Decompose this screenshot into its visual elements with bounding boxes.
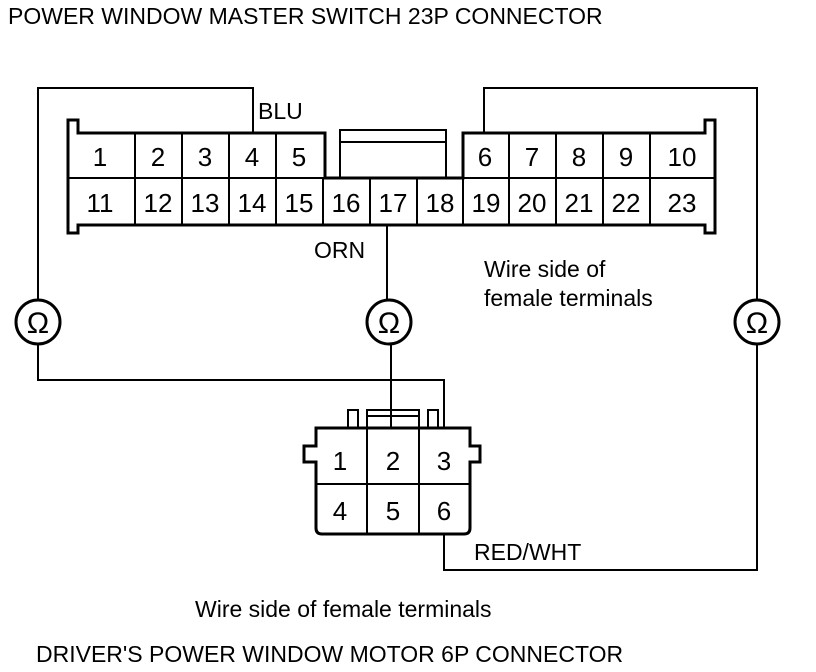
- master-lock-tab: [339, 129, 447, 179]
- motor-pin-6: 6: [437, 496, 451, 526]
- motor-latch-right: [427, 409, 439, 429]
- wire-label-orn: ORN: [314, 237, 365, 263]
- master-pin-9: 9: [619, 142, 633, 172]
- wire-label-red-wht: RED/WHT: [474, 539, 581, 565]
- master-pin-12: 12: [144, 188, 173, 218]
- ohm-circle-right: [733, 298, 781, 346]
- ohm-circle-left: [14, 298, 62, 346]
- master-pin-13: 13: [191, 188, 220, 218]
- master-pin-6: 6: [478, 142, 492, 172]
- motor-caption: Wire side of female terminals: [195, 596, 492, 622]
- wires: [37, 87, 758, 571]
- master-pin-10: 10: [668, 142, 697, 172]
- master-bottom-dividers: [134, 178, 651, 225]
- motor-pin-3: 3: [437, 446, 451, 476]
- master-top-dividers: [134, 133, 651, 178]
- master-pin-3: 3: [198, 142, 212, 172]
- motor-pin-2: 2: [386, 446, 400, 476]
- motor-pin-4: 4: [333, 496, 347, 526]
- ohmmeter-right: Ω: [733, 298, 781, 346]
- redwht-wire-lower: [443, 344, 758, 571]
- master-pin-7: 7: [525, 142, 539, 172]
- ohm-icon: Ω: [378, 307, 400, 340]
- master-pin-23: 23: [668, 188, 697, 218]
- master-pin-17: 17: [379, 188, 408, 218]
- motor-pin-1: 1: [333, 446, 347, 476]
- master-pin-18: 18: [426, 188, 455, 218]
- ohm-circle-center: [365, 298, 413, 346]
- master-pin-16: 16: [332, 188, 361, 218]
- master-pin-20: 20: [518, 188, 547, 218]
- bottom-title: DRIVER'S POWER WINDOW MOTOR 6P CONNECTOR: [36, 641, 623, 667]
- blu-wire-upper: [37, 87, 254, 300]
- master-pin-4: 4: [245, 142, 259, 172]
- ohmmeter-left: Ω: [14, 298, 62, 346]
- motor-lock-tab: [366, 409, 420, 429]
- motor-latch-left: [347, 409, 359, 429]
- master-pin-5: 5: [292, 142, 306, 172]
- wire-label-blu: BLU: [258, 98, 303, 124]
- master-switch-connector: 1 2 3 4 5 6 7 8 9 10 11 12 13 14 15 16 1…: [66, 118, 717, 235]
- redwht-wire-upper: [483, 87, 758, 300]
- master-pin-22: 22: [612, 188, 641, 218]
- master-pin-1: 1: [93, 142, 107, 172]
- master-pin-11: 11: [87, 188, 114, 218]
- master-pin-21: 21: [565, 188, 594, 218]
- master-pin-8: 8: [572, 142, 586, 172]
- top-title: POWER WINDOW MASTER SWITCH 23P CONNECTOR: [8, 3, 603, 29]
- ohm-icon: Ω: [27, 307, 49, 340]
- master-caption-line1: Wire side of: [484, 256, 606, 282]
- motor-pin-5: 5: [386, 496, 400, 526]
- blu-wire-lower: [37, 344, 445, 428]
- master-pin-15: 15: [285, 188, 314, 218]
- master-pin-14: 14: [238, 188, 267, 218]
- master-pin-2: 2: [151, 142, 165, 172]
- motor-connector: 1 2 3 4 5 6: [302, 409, 482, 536]
- master-pin-19: 19: [472, 188, 501, 218]
- ohm-icon: Ω: [746, 307, 768, 340]
- ohmmeter-center: Ω: [365, 298, 413, 346]
- master-caption-line2: female terminals: [484, 285, 653, 311]
